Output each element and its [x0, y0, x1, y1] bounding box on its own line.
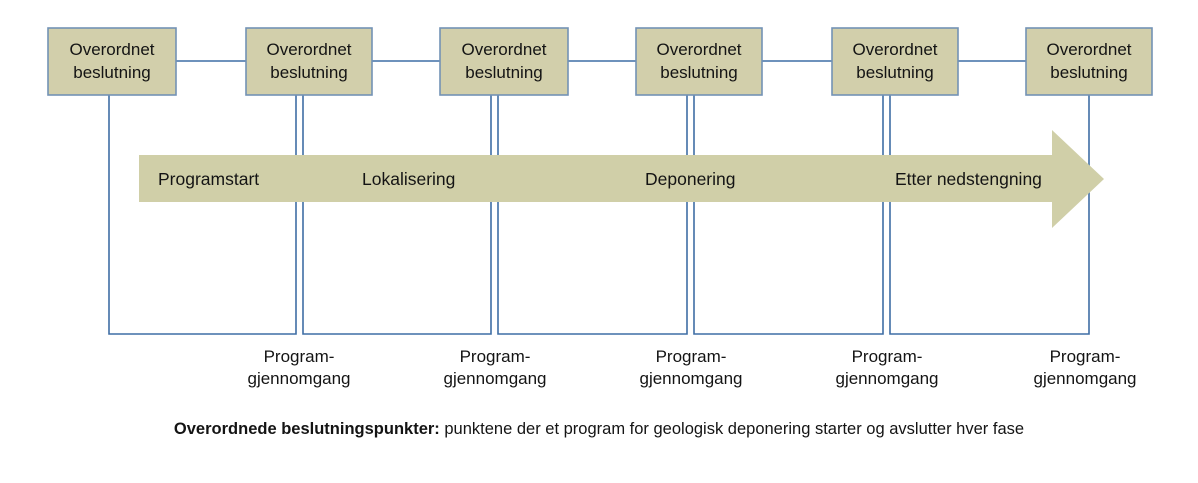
decision-box-6-line2: beslutning	[1050, 63, 1128, 82]
review-label-4-line2: gjennomgang	[835, 369, 938, 388]
decision-box-4[interactable]: Overordnet beslutning	[635, 27, 763, 96]
decision-box-5[interactable]: Overordnet beslutning	[831, 27, 959, 96]
decision-box-1-line1: Overordnet	[69, 40, 154, 59]
review-connector-3	[497, 95, 688, 335]
review-label-1-line1: Program-	[264, 347, 335, 366]
review-label-5-line2: gjennomgang	[1033, 369, 1136, 388]
decision-box-1-shape[interactable]	[47, 27, 177, 96]
decision-box-2-line1: Overordnet	[266, 40, 351, 59]
review-connector-1	[108, 95, 297, 335]
decision-box-4-line1: Overordnet	[656, 40, 741, 59]
decision-box-2-shape[interactable]	[245, 27, 373, 96]
decision-box-6[interactable]: Overordnet beslutning	[1025, 27, 1153, 96]
phase-label-etter-nedstengning: Etter nedstengning	[895, 169, 1042, 189]
review-label-3: Program- gjennomgang	[639, 347, 742, 388]
caption-bold-term: Overordnede beslutningspunkter:	[173, 420, 440, 438]
review-label-3-line2: gjennomgang	[639, 369, 742, 388]
decision-box-3-line2: beslutning	[465, 63, 543, 82]
review-label-1-line2: gjennomgang	[247, 369, 350, 388]
decision-box-5-line1: Overordnet	[852, 40, 937, 59]
decision-box-5-shape[interactable]	[831, 27, 959, 96]
review-connectors	[108, 95, 1090, 335]
phase-label-deponering: Deponering	[645, 169, 735, 189]
decision-box-6-shape[interactable]	[1025, 27, 1153, 96]
decision-box-3[interactable]: Overordnet beslutning	[439, 27, 569, 96]
review-label-2-line1: Program-	[460, 347, 531, 366]
decision-box-4-line2: beslutning	[660, 63, 738, 82]
decision-box-3-shape[interactable]	[439, 27, 569, 96]
decision-box-1-line2: beslutning	[73, 63, 151, 82]
decision-box-5-line2: beslutning	[856, 63, 934, 82]
review-label-2: Program- gjennomgang	[443, 347, 546, 388]
review-label-4-line1: Program-	[852, 347, 923, 366]
review-connector-5	[889, 95, 1090, 335]
review-label-4: Program- gjennomgang	[835, 347, 938, 388]
decision-box-1[interactable]: Overordnet beslutning	[47, 27, 177, 96]
phase-label-programstart: Programstart	[158, 169, 259, 189]
review-label-5-line1: Program-	[1050, 347, 1121, 366]
decision-box-4-shape[interactable]	[635, 27, 763, 96]
decision-box-2[interactable]: Overordnet beslutning	[245, 27, 373, 96]
review-connector-4	[693, 95, 884, 335]
decision-box-6-line1: Overordnet	[1046, 40, 1131, 59]
review-connector-2	[302, 95, 492, 335]
review-label-5: Program- gjennomgang	[1033, 347, 1136, 388]
diagram-caption: Overordnede beslutningspunkter: punktene…	[0, 420, 1198, 439]
caption-description: punktene der et program for geologisk de…	[439, 420, 1025, 438]
decision-box-2-line2: beslutning	[270, 63, 348, 82]
decision-box-3-line1: Overordnet	[461, 40, 546, 59]
review-label-3-line1: Program-	[656, 347, 727, 366]
review-labels: Program- gjennomgang Program- gjennomgan…	[247, 347, 1136, 388]
phase-arrow-band	[139, 130, 1104, 228]
review-label-2-line2: gjennomgang	[443, 369, 546, 388]
phase-label-lokalisering: Lokalisering	[362, 169, 455, 189]
review-label-1: Program- gjennomgang	[247, 347, 350, 388]
phase-labels: Programstart Lokalisering Deponering Ett…	[158, 169, 1042, 189]
